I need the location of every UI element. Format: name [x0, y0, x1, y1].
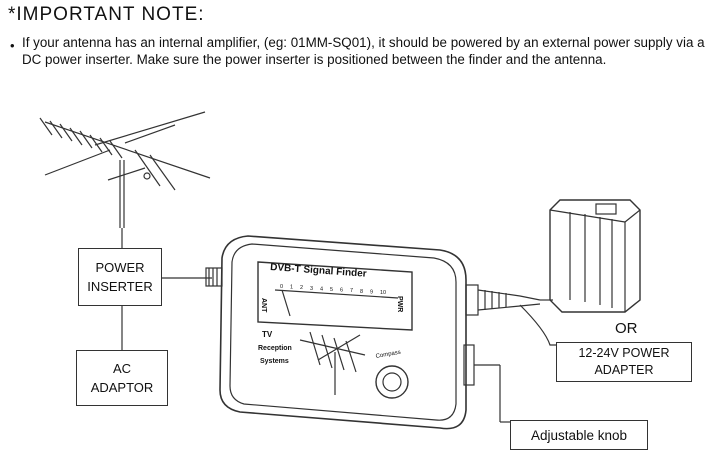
device-ant-label: ANT — [260, 298, 267, 313]
power-inserter-line2: INSERTER — [87, 279, 153, 294]
meter-scale-label: 4 — [320, 286, 323, 292]
device-tv-line1: TV — [262, 330, 273, 339]
ac-adaptor-line1: AC — [112, 361, 132, 376]
signal-finder-device — [205, 235, 556, 430]
power-adapter-line1: 12-24V POWER — [578, 346, 670, 360]
meter-scale-label: 0 — [280, 284, 283, 290]
adjustable-knob-label: Adjustable knob — [530, 427, 628, 443]
meter-scale-label: 6 — [340, 288, 343, 294]
meter-scale-label: 9 — [370, 289, 373, 295]
or-label: OR — [615, 320, 638, 337]
power-adapter-box: 12-24V POWER ADAPTER — [556, 342, 692, 382]
page-title: *IMPORTANT NOTE: — [8, 4, 205, 25]
power-inserter-box: POWER INSERTER — [78, 248, 162, 306]
device-compass-label: Compass — [375, 350, 401, 360]
meter-scale-label: 8 — [360, 289, 363, 295]
important-note-text: If your antenna has an internal amplifie… — [22, 35, 705, 67]
power-adapter-line2: ADAPTER — [594, 363, 654, 377]
bullet-icon: • — [10, 38, 15, 53]
meter-scale-label: 3 — [310, 286, 313, 292]
device-pwr-label: PWR — [396, 296, 403, 312]
ac-adaptor-line2: ADAPTOR — [90, 380, 154, 395]
battery-pack-icon — [540, 199, 641, 313]
meter-scale-label: 10 — [380, 290, 386, 296]
device-tv-line2: Reception — [258, 345, 292, 352]
adjustable-knob-box: Adjustable knob — [510, 420, 648, 450]
meter-scale-label: 7 — [350, 288, 353, 294]
meter-scale-label: 5 — [330, 287, 333, 293]
device-screen-title: DVB-T Signal Finder — [270, 262, 367, 280]
meter-scale-label: 1 — [290, 285, 293, 291]
device-tv-line3: Systems — [260, 358, 289, 365]
power-inserter-line1: POWER — [95, 260, 145, 275]
antenna-icon — [39, 111, 211, 228]
meter-scale-label: 2 — [300, 285, 303, 291]
ac-adaptor-box: AC ADAPTOR — [76, 350, 168, 406]
